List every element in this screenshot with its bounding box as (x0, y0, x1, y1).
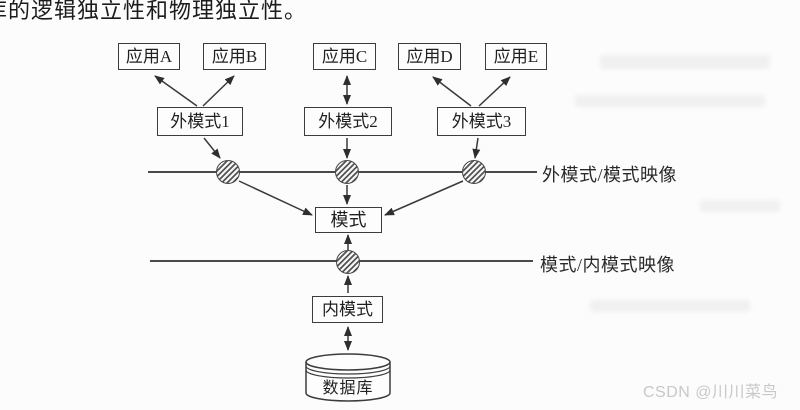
app-b-box: 应用B (203, 43, 266, 70)
arrow-circle1-to-schema (238, 180, 313, 216)
arrow-extschema3-to-mapping-circle3 (472, 137, 481, 159)
scan-artifact (700, 200, 780, 212)
arrow-circle3-to-schema (384, 180, 464, 216)
external-schema-1-box: 外模式1 (157, 107, 243, 136)
scan-artifact (600, 55, 770, 69)
arrow-extschema1-to-appB (202, 75, 235, 107)
schema-box: 模式 (315, 207, 382, 233)
external-schema-mapping-label: 外模式/模式映像 (542, 165, 678, 185)
mapping-circle-3 (462, 160, 486, 184)
database-cylinder-icon (305, 353, 391, 402)
mapping-circle-2 (335, 160, 359, 184)
scan-artifact (575, 95, 765, 107)
arrow-extschema3-to-appE (478, 76, 511, 107)
csdn-watermark: CSDN @川川菜鸟 (643, 384, 779, 401)
body-text-line: 库的逻辑独立性和物理独立性。 (0, 0, 308, 23)
mapping-circle-1 (216, 160, 240, 184)
app-a-box: 应用A (118, 43, 180, 70)
app-c-box: 应用C (313, 43, 376, 70)
app-e-box: 应用E (485, 43, 547, 70)
internal-schema-box: 内模式 (312, 296, 383, 323)
database-label: 数据库 (322, 380, 374, 397)
arrow-extschema3-to-appD (432, 76, 472, 107)
internal-schema-mapping-label: 模式/内模式映像 (540, 255, 676, 275)
arrow-extschema1-to-appA (154, 75, 198, 107)
scan-artifact (590, 300, 750, 312)
external-schema-2-box: 外模式2 (304, 107, 392, 136)
external-schema-3-box: 外模式3 (437, 107, 526, 136)
app-d-box: 应用D (398, 43, 461, 70)
arrow-extschema1-to-mapping-circle1 (203, 137, 221, 159)
mapping-circle-4 (336, 250, 360, 274)
